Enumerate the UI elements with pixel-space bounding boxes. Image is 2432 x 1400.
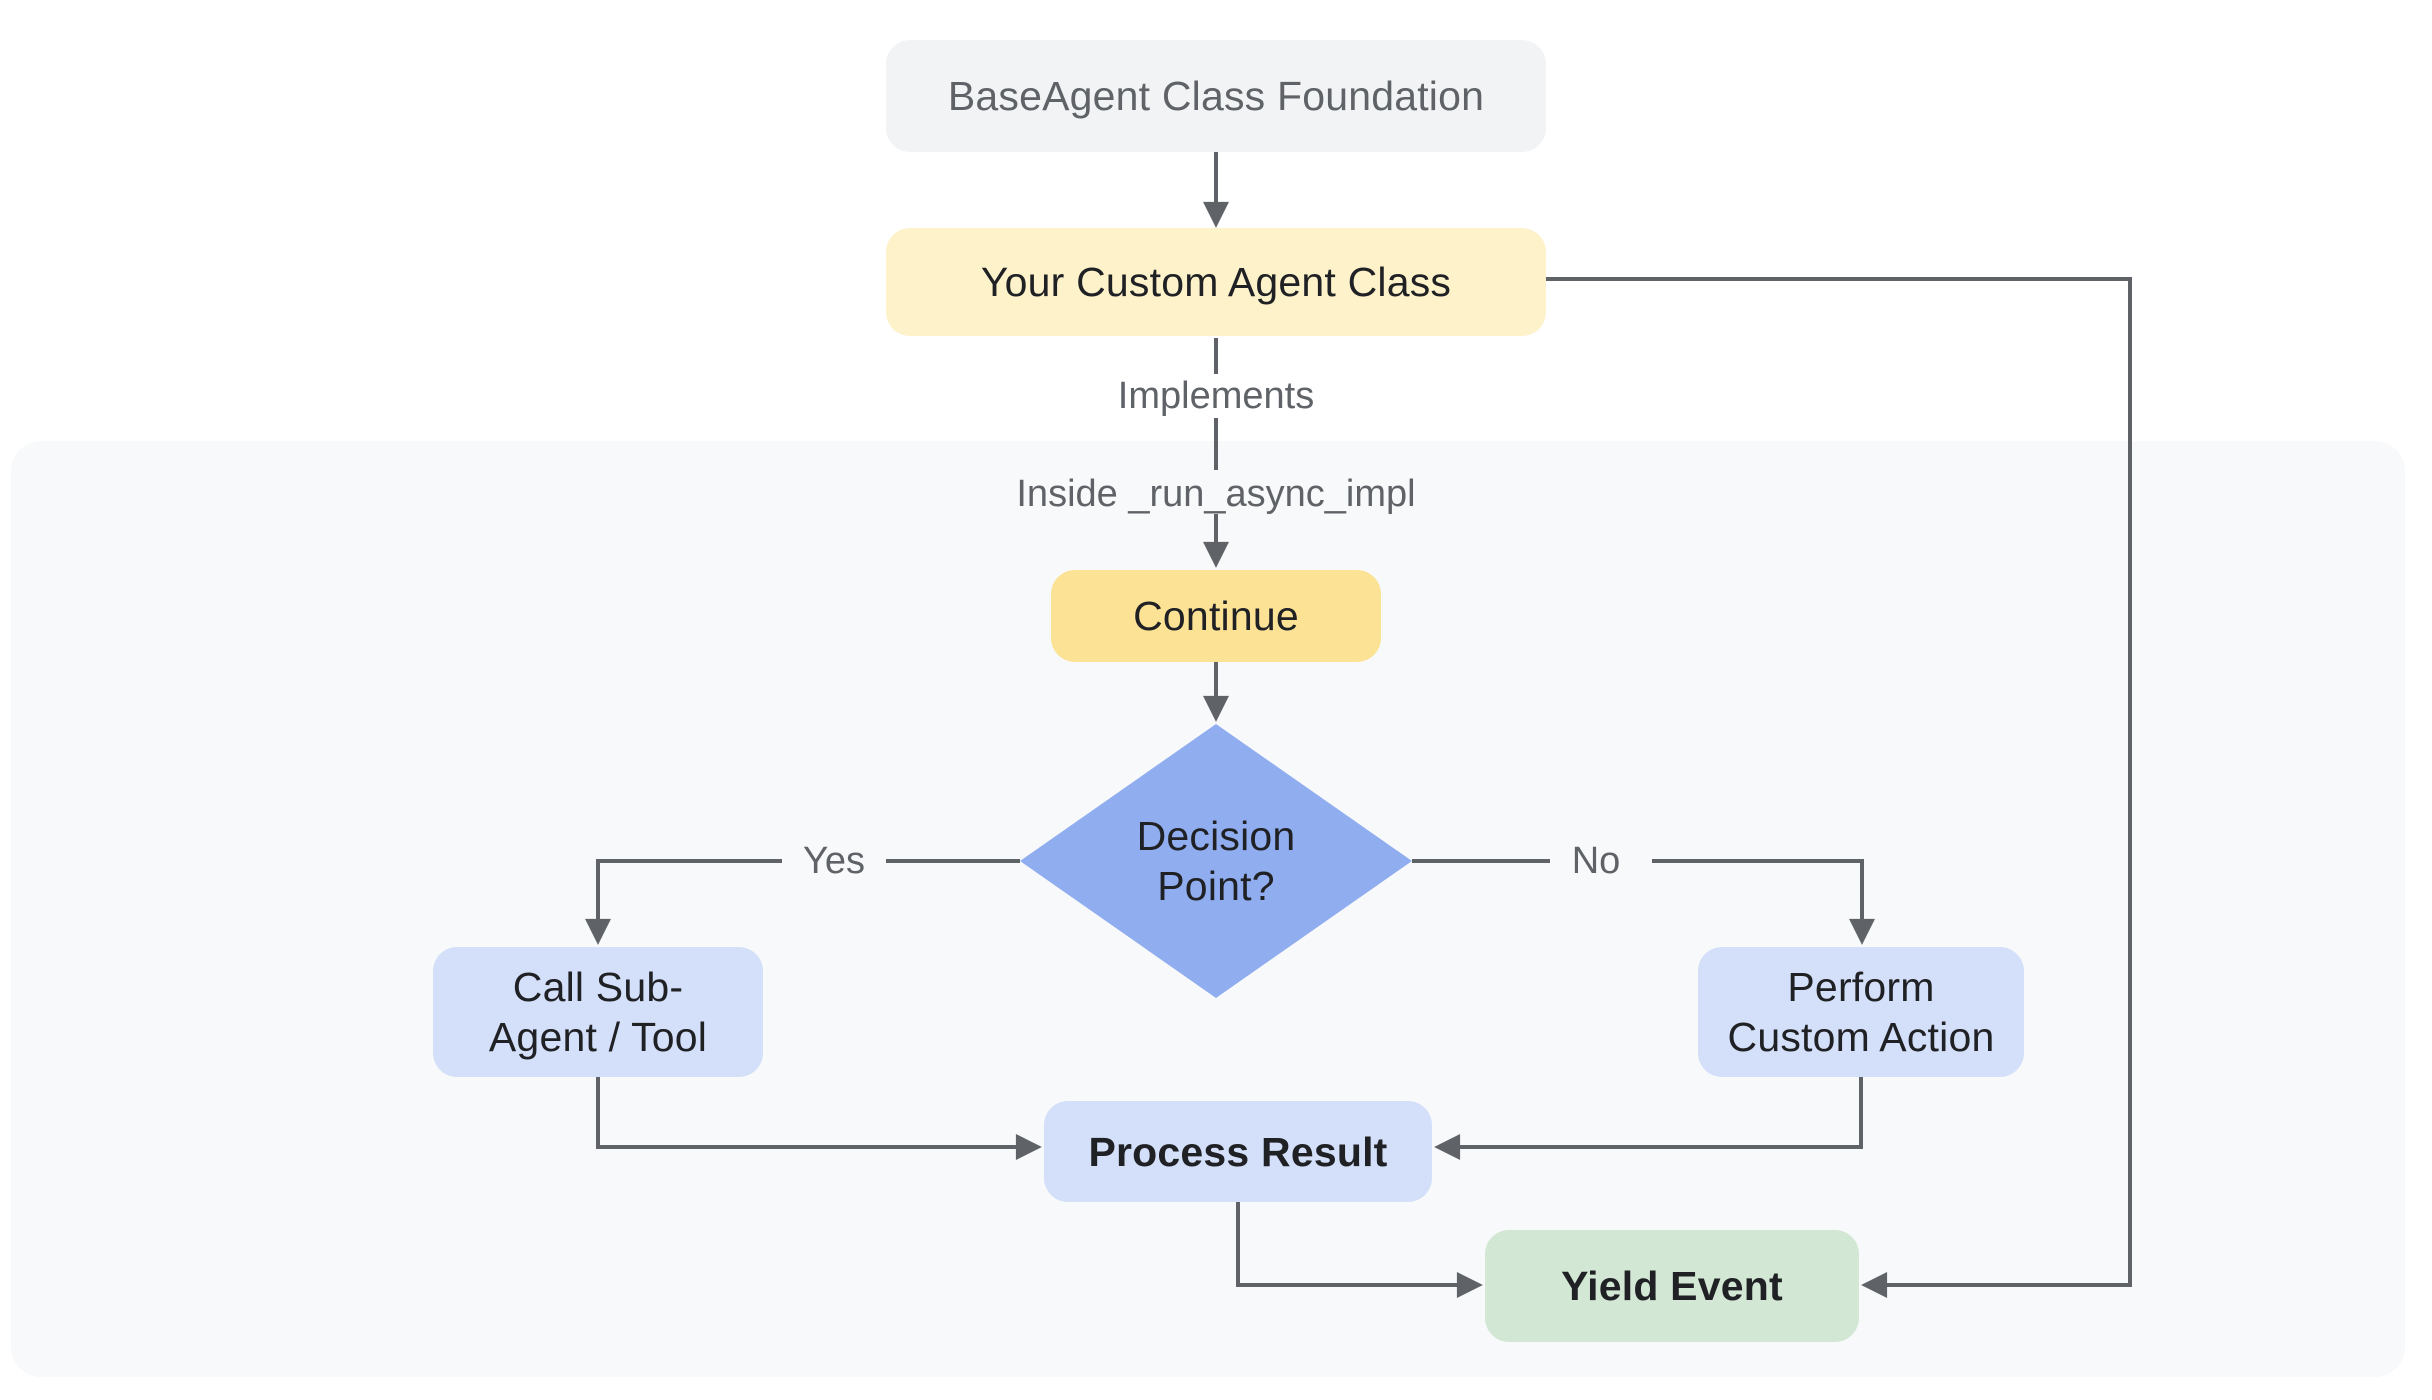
- node-label-line1: Decision: [1136, 813, 1296, 859]
- edge-no-seg2: [1652, 859, 1875, 945]
- edge-label-yes: Yes: [803, 840, 865, 882]
- node-label-line2: Custom Action: [1727, 1014, 1995, 1060]
- edge-custom-to-yield-rail: [1546, 277, 2132, 1298]
- node-process-result: Process Result: [1044, 1101, 1432, 1202]
- node-label: Process Result: [1088, 1128, 1388, 1175]
- edge-label-inside-run-async-impl: Inside _run_async_impl: [1016, 473, 1416, 515]
- node-label-line2: Point?: [1157, 863, 1275, 909]
- node-yield-event: Yield Event: [1485, 1230, 1859, 1342]
- node-label: Your Custom Agent Class: [980, 259, 1452, 305]
- node-label-line1: Perform: [1787, 964, 1935, 1010]
- node-perform-custom-action: Perform Custom Action: [1698, 947, 2024, 1077]
- node-decision-point: Decision Point?: [1020, 724, 1412, 998]
- node-your-custom-agent-class: Your Custom Agent Class: [886, 228, 1546, 336]
- node-baseagent-class-foundation: BaseAgent Class Foundation: [886, 40, 1546, 152]
- node-label: Yield Event: [1561, 1263, 1783, 1309]
- edge-perform-to-process: [1434, 1077, 1863, 1160]
- edge-label-implements: Implements: [1117, 375, 1315, 417]
- edge-process-to-yield: [1236, 1202, 1483, 1298]
- node-label-line2: Agent / Tool: [488, 1014, 708, 1060]
- node-label: Continue: [1133, 593, 1299, 639]
- node-continue: Continue: [1051, 570, 1381, 662]
- node-label-line1: Call Sub-: [512, 964, 684, 1010]
- decision-diamond-shape: [1020, 724, 1412, 998]
- edge-call-to-process: [596, 1077, 1042, 1160]
- edge-yes-seg2: [585, 859, 782, 945]
- node-call-sub-agent-tool: Call Sub- Agent / Tool: [433, 947, 763, 1077]
- edge-label-no: No: [1571, 840, 1621, 882]
- node-label: BaseAgent Class Foundation: [947, 73, 1485, 119]
